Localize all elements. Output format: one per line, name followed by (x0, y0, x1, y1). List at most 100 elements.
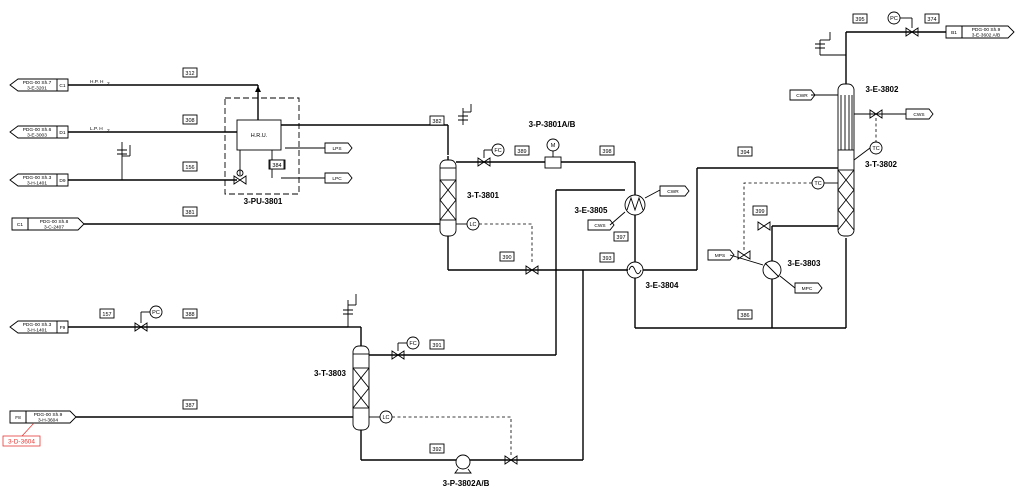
lp-h2-label: L.P. H (90, 126, 103, 132)
svg-text:387: 387 (185, 403, 194, 409)
svg-text:M: M (551, 143, 556, 149)
offpage-tr-line2: 3-E-3602 A/B (972, 33, 1001, 39)
line-number-387[interactable]: 387 (182, 399, 198, 410)
e3803-label: 3-E-3803 (788, 259, 821, 268)
svg-text:LC: LC (469, 222, 476, 228)
exchanger-e3803[interactable] (762, 260, 782, 280)
column-t3802[interactable] (837, 83, 855, 237)
svg-text:390: 390 (502, 255, 511, 261)
t3801-label: 3-T-3801 (467, 191, 500, 200)
offpage-1-code: C1 (59, 83, 65, 89)
t3803-label: 3-T-3803 (314, 369, 347, 378)
offpage-1-line1: PDG-00 Sh.7 (23, 80, 52, 86)
line-number-392[interactable]: 392 (429, 443, 445, 454)
util-mps: MPS (715, 253, 725, 259)
svg-text:374: 374 (927, 17, 936, 23)
offpage-6-line2: 3-H-3604 (38, 418, 58, 424)
offpage-4-line1: PDG-00 Sh.8 (40, 219, 69, 225)
util-cwr-2: CWR (796, 93, 808, 99)
svg-text:384: 384 (272, 163, 281, 169)
offpage-5-code: F9 (60, 325, 66, 331)
svg-text:397: 397 (616, 235, 625, 241)
line-number-393[interactable]: 393 (599, 252, 615, 263)
svg-text:312: 312 (185, 71, 194, 77)
offpage-4-code: C1 (17, 222, 23, 228)
offpage-connector-2[interactable]: PDG-00 Sh.6 3-E-3003 D1 (9, 125, 69, 139)
offpage-connector-6[interactable]: F8 PDG-00 Sh.9 3-H-3604 (9, 410, 77, 424)
svg-text:392: 392 (432, 447, 441, 453)
line-number-382[interactable]: 382 (429, 115, 445, 126)
line-number-398[interactable]: 398 (599, 145, 615, 156)
offpage-2-code: D1 (59, 130, 65, 136)
t3802-label: 3-T-3802 (865, 160, 898, 169)
offpage-tr-code: B1 (951, 30, 957, 36)
line-number-381[interactable]: 381 (182, 206, 198, 217)
pump-p3802[interactable] (454, 454, 472, 474)
line-number-399[interactable]: 399 (752, 205, 768, 216)
exchanger-e3804[interactable] (626, 261, 644, 279)
e3802-label: 3-E-3802 (866, 85, 899, 94)
line-number-395[interactable]: 395 (852, 13, 868, 24)
svg-text:399: 399 (755, 209, 764, 215)
exchanger-e3805[interactable] (624, 194, 646, 216)
svg-text:394: 394 (740, 150, 749, 156)
line-number-390[interactable]: 390 (499, 251, 515, 262)
line-number-391[interactable]: 391 (429, 339, 445, 350)
svg-text:391: 391 (432, 343, 441, 349)
line-number-156[interactable]: 156 (182, 161, 198, 172)
svg-text:395: 395 (855, 17, 864, 23)
util-cwr: CWR (667, 189, 679, 195)
svg-text:FC: FC (409, 341, 416, 347)
svg-text:156: 156 (185, 165, 194, 171)
svg-text:TC: TC (872, 146, 879, 152)
offpage-connector-5[interactable]: PDG-00 Sh.3 3-H-1401 F9 (9, 320, 69, 334)
column-t3801[interactable] (439, 159, 457, 237)
hp-h2-label: H.P. H (90, 79, 104, 85)
svg-text:157: 157 (102, 312, 111, 318)
column-t3803[interactable] (352, 345, 370, 431)
pu-3801-label: 3-PU-3801 (244, 197, 283, 206)
svg-text:388: 388 (185, 312, 194, 318)
offpage-connector-top-right[interactable]: B1 PDG-00 Sh.9 3-E-3602 A/B (945, 25, 1015, 39)
line-number-394[interactable]: 394 (737, 146, 753, 157)
line-number-308[interactable]: 308 (182, 114, 198, 125)
offpage-connector-4[interactable]: C1 PDG-00 Sh.8 3-C-2407 (11, 217, 85, 231)
util-lps: LPS (332, 146, 341, 152)
util-cws: CWS (594, 223, 605, 229)
svg-text:389: 389 (517, 149, 526, 155)
line-number-374[interactable]: 374 (924, 13, 940, 24)
highlight-tag[interactable]: 3-D-3604 (2, 422, 41, 447)
line-number-397[interactable]: 397 (613, 231, 629, 242)
p3802-label: 3-P-3802A/B (443, 479, 490, 488)
offpage-3-line1: PDG-00 Sh.3 (23, 175, 52, 181)
hru-package (224, 97, 300, 195)
svg-text:FC: FC (494, 148, 501, 154)
line-number-389[interactable]: 389 (514, 145, 530, 156)
p3801-label: 3-P-3801A/B (529, 120, 576, 129)
pump-p3801[interactable] (544, 156, 562, 169)
line-number-312[interactable]: 312 (182, 67, 198, 78)
offpage-connector-1[interactable]: PDG-00 Sh.7 3-E-3201 C1 (9, 78, 69, 92)
util-cws-2: CWS (913, 112, 924, 118)
util-mpc: MPC (802, 286, 813, 292)
offpage-5-line2: 3-H-1401 (27, 328, 47, 334)
offpage-connector-3[interactable]: PDG-00 Sh.3 3-H-1401 D9 (9, 173, 69, 187)
offpage-2-line2: 3-E-3003 (27, 133, 47, 139)
offpage-6-line1: PDG-00 Sh.9 (34, 412, 63, 418)
svg-text:381: 381 (185, 210, 194, 216)
line-number-384[interactable]: 384 (269, 159, 285, 170)
offpage-1-line2: 3-E-3201 (27, 86, 47, 92)
line-number-157[interactable]: 157 (99, 308, 115, 319)
offpage-3-line2: 3-H-1401 (27, 181, 47, 187)
hp-h2-sub: 2 (107, 81, 110, 87)
svg-text:398: 398 (602, 149, 611, 155)
lp-h2-sub: 2 (107, 128, 110, 134)
line-number-388[interactable]: 388 (182, 308, 198, 319)
hru-box[interactable] (236, 119, 282, 151)
highlight-tag-text: 3-D-3604 (8, 439, 35, 446)
svg-text:393: 393 (602, 256, 611, 262)
svg-text:LC: LC (382, 415, 389, 421)
offpage-3-code: D9 (59, 178, 65, 184)
line-number-386[interactable]: 386 (737, 309, 753, 320)
svg-text:TC: TC (814, 181, 821, 187)
